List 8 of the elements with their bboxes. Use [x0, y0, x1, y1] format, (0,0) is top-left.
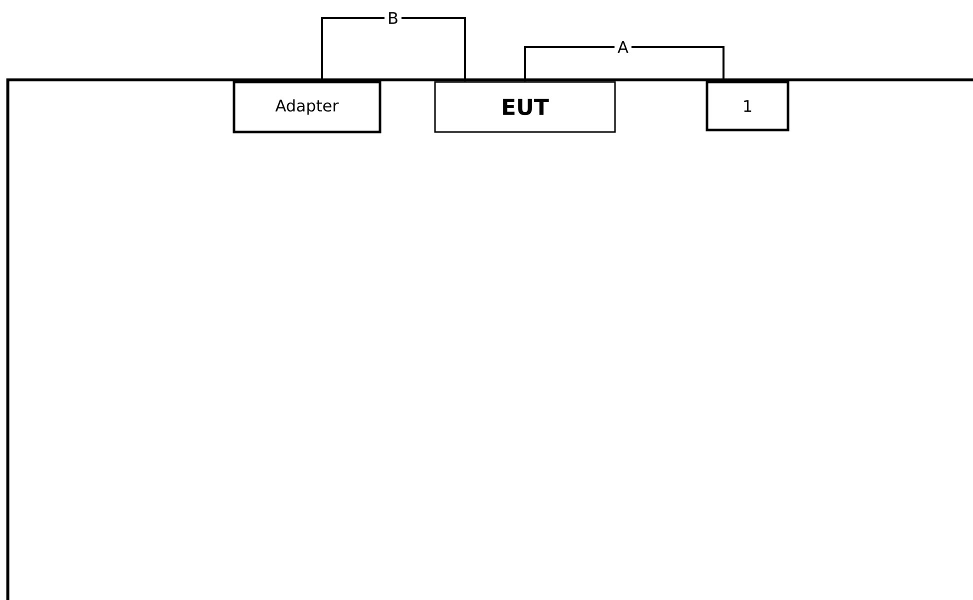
device-box: 1: [706, 80, 790, 132]
device-box: EUT: [434, 81, 616, 133]
edge-label: A: [614, 38, 632, 56]
device-box: Adapter: [232, 80, 382, 134]
edge-label: B: [384, 9, 402, 27]
cable-line: [524, 46, 724, 82]
cable-line: [321, 17, 466, 82]
table-outline: [6, 78, 973, 600]
